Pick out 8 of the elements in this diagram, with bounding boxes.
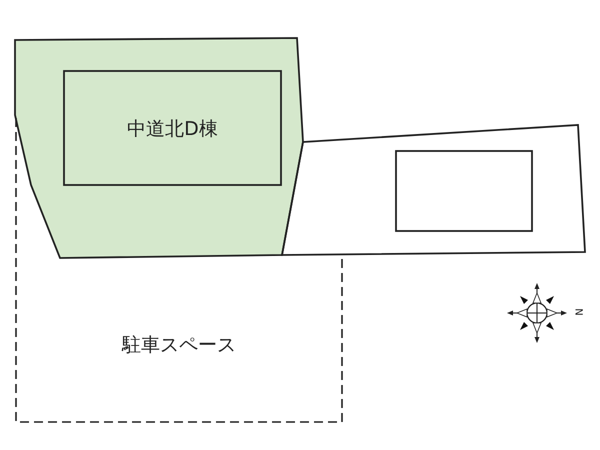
lot-outline [281, 124, 586, 256]
building-box [395, 150, 533, 232]
north-label: N [572, 308, 584, 316]
lot-outline [14, 37, 304, 259]
area-label: 駐車スペース [120, 332, 237, 358]
building-box [63, 70, 282, 186]
area-label: 中道北D棟 [126, 117, 219, 142]
parking-area [14, 118, 344, 423]
